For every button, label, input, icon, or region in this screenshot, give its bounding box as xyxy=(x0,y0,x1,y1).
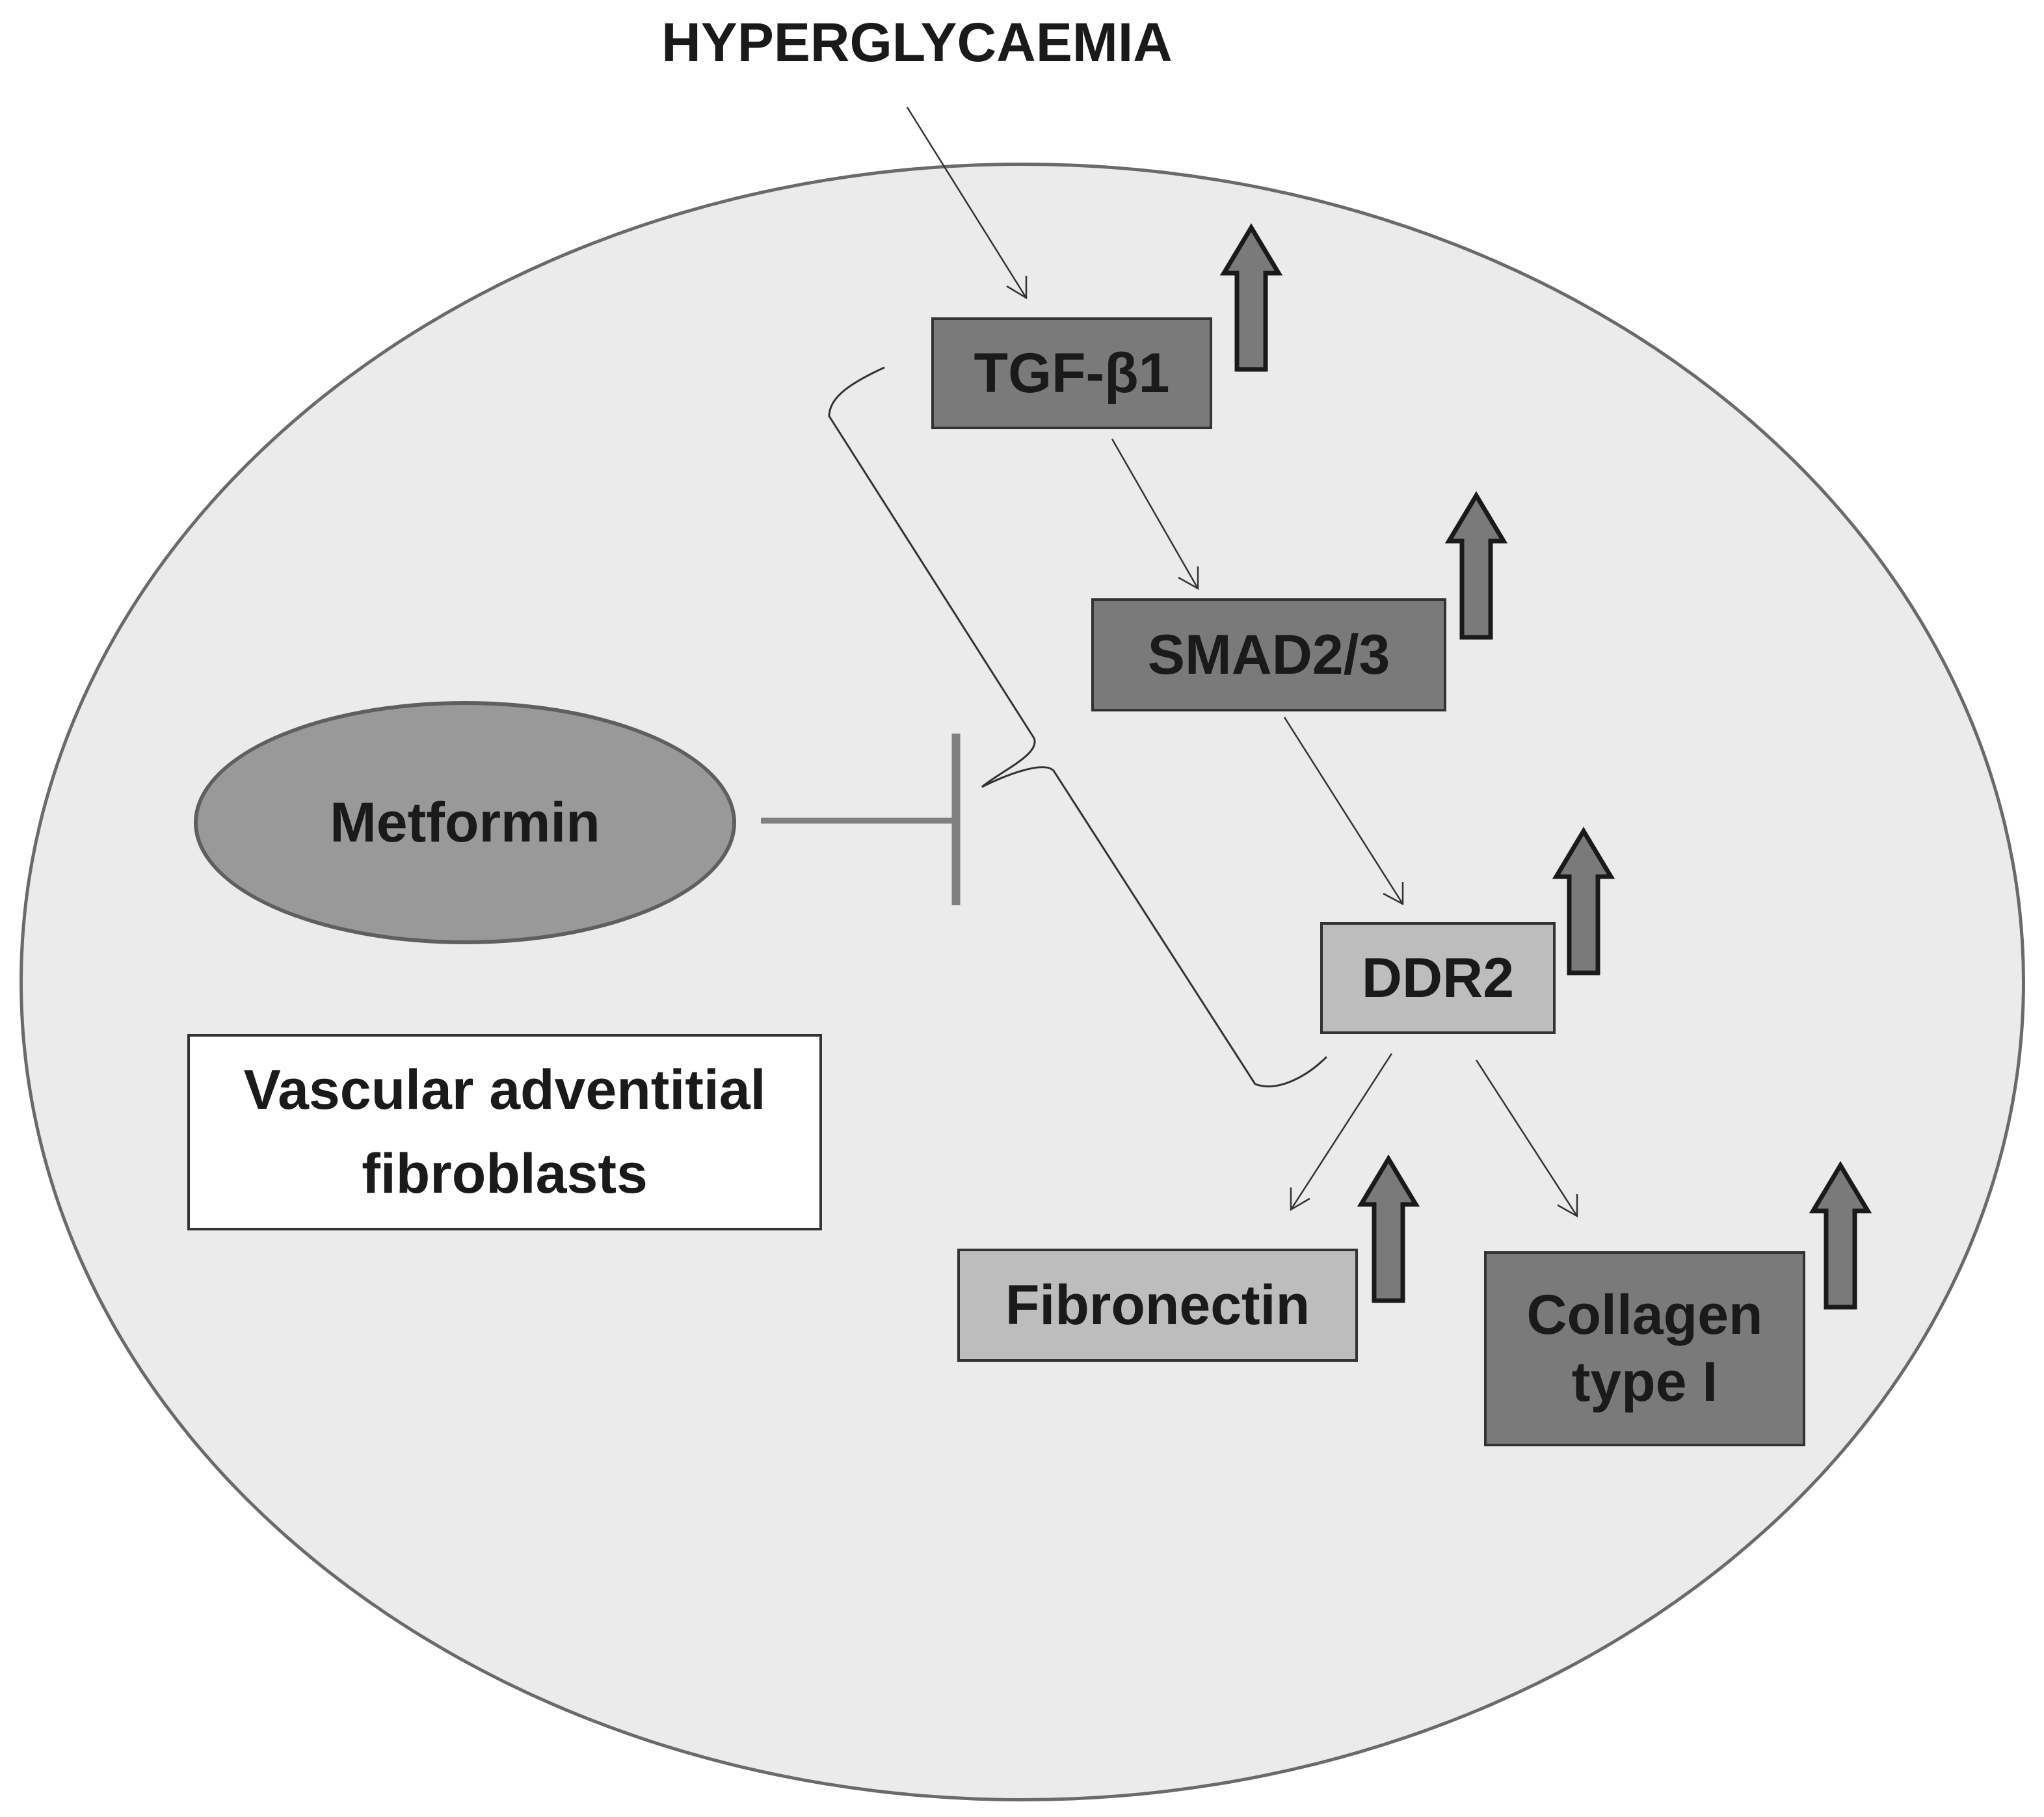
drug-metformin: Metformin xyxy=(194,701,736,944)
collagen-line2: type I xyxy=(1571,1351,1718,1413)
arrowhead-ddr2 xyxy=(1383,882,1404,906)
up-arrow-icon xyxy=(1809,1161,1872,1310)
arrow-smad-to-ddr2 xyxy=(1283,717,1404,905)
cell-type-label: Vascular adventitial fibroblasts xyxy=(187,1034,822,1230)
cell-membrane xyxy=(20,163,2025,1801)
arrow-hyperglycaemia-to-tgf xyxy=(906,107,1028,298)
collagen-line1: Collagen xyxy=(1526,1283,1763,1346)
arrow-ddr2-to-fibronectin xyxy=(1290,1053,1393,1210)
arrowhead-smad xyxy=(1178,566,1199,590)
arrow-tgf-to-smad xyxy=(1111,438,1199,589)
pathway-bracket xyxy=(828,366,1328,1087)
up-arrow-icon xyxy=(1357,1154,1420,1303)
up-arrow-icon xyxy=(1444,491,1508,640)
arrowhead-tgf xyxy=(1006,276,1028,300)
node-smad2-3: SMAD2/3 xyxy=(1091,598,1446,711)
arrowhead-collagen xyxy=(1557,1194,1578,1218)
arrow-ddr2-to-collagen xyxy=(1475,1059,1578,1217)
cell-type-line2: fibroblasts xyxy=(362,1143,648,1205)
node-collagen-type-i: Collagen type I xyxy=(1484,1251,1805,1446)
node-tgf-beta1: TGF-β1 xyxy=(931,317,1212,429)
node-fibronectin: Fibronectin xyxy=(957,1249,1358,1362)
up-arrow-icon xyxy=(1219,223,1283,372)
stimulus-title: HYPERGLYCAEMIA xyxy=(661,12,1173,73)
cell-type-line1: Vascular adventitial xyxy=(243,1059,766,1121)
node-ddr2: DDR2 xyxy=(1320,922,1556,1034)
arrowhead-fibronectin xyxy=(1290,1187,1310,1212)
up-arrow-icon xyxy=(1552,827,1615,975)
